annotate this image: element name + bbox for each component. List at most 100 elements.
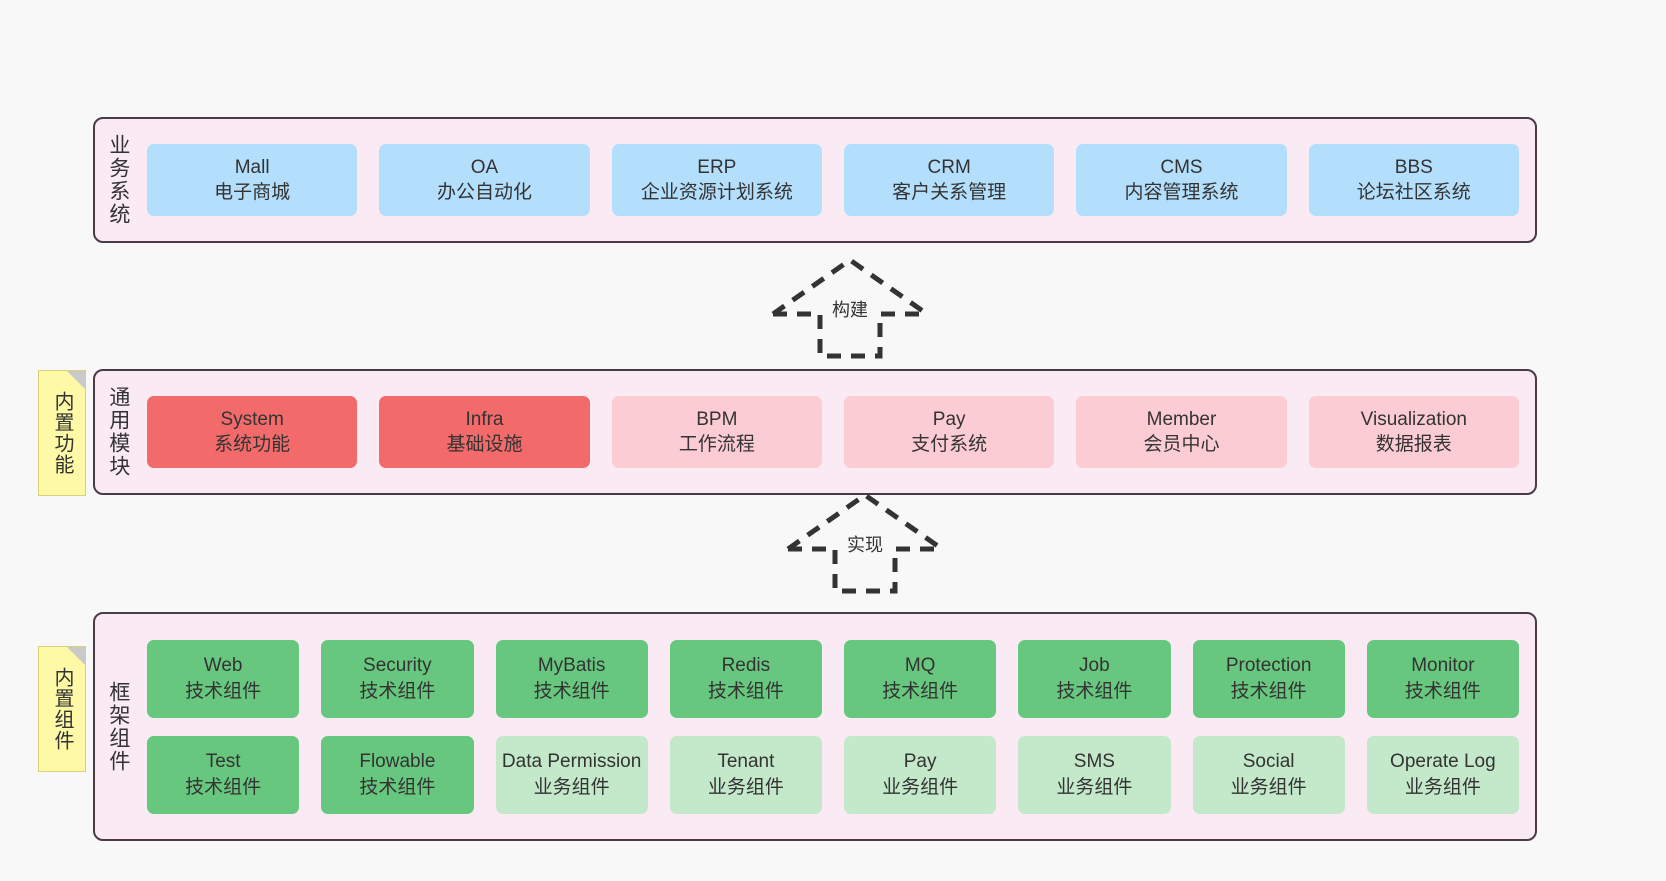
card-subtitle: 技术组件 — [1230, 680, 1307, 702]
card-data-permission[interactable]: Data Permission 业务组件 — [495, 735, 648, 814]
card-system[interactable]: System 系统功能 — [147, 396, 358, 468]
layer-title-business: 业务系统 — [95, 119, 141, 241]
card-bbs[interactable]: BBS 论坛社区系统 — [1308, 144, 1519, 216]
card-subtitle: 业务组件 — [707, 776, 784, 798]
card-subtitle: 系统功能 — [214, 434, 291, 455]
card-subtitle: 企业资源计划系统 — [640, 182, 793, 203]
card-bpm[interactable]: BPM 工作流程 — [611, 396, 822, 468]
card-subtitle: 技术组件 — [359, 680, 436, 702]
card-title: Test — [205, 751, 241, 773]
card-subtitle: 论坛社区系统 — [1356, 182, 1471, 203]
card-subtitle: 业务组件 — [1230, 776, 1307, 798]
card-mall[interactable]: Mall 电子商城 — [147, 144, 358, 216]
card-flowable[interactable]: Flowable 技术组件 — [321, 735, 474, 814]
card-subtitle: 业务组件 — [1056, 776, 1133, 798]
card-test[interactable]: Test 技术组件 — [147, 735, 300, 814]
card-title: Redis — [721, 655, 771, 677]
card-subtitle: 工作流程 — [678, 434, 755, 455]
layer-title-modules: 通用模块 — [95, 371, 141, 493]
card-title: CMS — [1160, 156, 1203, 178]
sticky-note-label: 内置组件 — [51, 667, 73, 751]
card-security[interactable]: Security 技术组件 — [321, 639, 474, 718]
layer-title-framework: 框架组件 — [95, 614, 141, 839]
arrow-build-label: 构建 — [832, 300, 868, 320]
card-title: Flowable — [359, 751, 436, 773]
layer-title-text: 通用模块 — [106, 386, 130, 478]
card-subtitle: 业务组件 — [882, 776, 959, 798]
arrow-realize-label: 实现 — [847, 535, 883, 555]
card-infra[interactable]: Infra 基础设施 — [379, 396, 590, 468]
card-job[interactable]: Job 技术组件 — [1018, 639, 1171, 718]
card-subtitle: 技术组件 — [882, 680, 959, 702]
card-title: Web — [203, 655, 243, 677]
card-subtitle: 数据报表 — [1375, 434, 1452, 455]
card-title: ERP — [697, 156, 737, 178]
card-title: Member — [1146, 408, 1217, 430]
card-title: System — [220, 408, 284, 430]
card-subtitle: 业务组件 — [1404, 776, 1481, 798]
card-visualization[interactable]: Visualization 数据报表 — [1308, 396, 1519, 468]
card-sms[interactable]: SMS 业务组件 — [1018, 735, 1171, 814]
card-title: BPM — [696, 408, 738, 430]
card-erp[interactable]: ERP 企业资源计划系统 — [611, 144, 822, 216]
card-title: SMS — [1073, 751, 1115, 773]
card-cms[interactable]: CMS 内容管理系统 — [1076, 144, 1287, 216]
card-subtitle: 办公自动化 — [436, 182, 532, 203]
card-title: Social — [1242, 751, 1295, 773]
card-title: Pay — [903, 751, 937, 773]
arrow-build: 构建 — [755, 252, 945, 360]
arrow-build-glyph — [771, 256, 929, 359]
layer-business-systems: 业务系统 Mall 电子商城 OA 办公自动化 ERP 企业资源计划系统 CRM — [93, 117, 1537, 243]
card-oa[interactable]: OA 办公自动化 — [379, 144, 590, 216]
card-subtitle: 技术组件 — [359, 776, 436, 798]
card-crm[interactable]: CRM 客户关系管理 — [843, 144, 1055, 216]
card-title: CRM — [927, 156, 971, 178]
card-row: Mall 电子商城 OA 办公自动化 ERP 企业资源计划系统 CRM 客户关系… — [147, 144, 1519, 216]
card-pay-component[interactable]: Pay 业务组件 — [844, 735, 997, 814]
card-title: BBS — [1394, 156, 1433, 178]
card-subtitle: 技术组件 — [707, 680, 784, 702]
sticky-note-builtin-components: 内置组件 — [38, 646, 86, 772]
arrow-realize-glyph — [786, 491, 944, 594]
card-title: Monitor — [1411, 655, 1475, 677]
layer-body-business: Mall 电子商城 OA 办公自动化 ERP 企业资源计划系统 CRM 客户关系… — [141, 119, 1535, 241]
layer-title-text: 业务系统 — [106, 134, 130, 226]
card-mq[interactable]: MQ 技术组件 — [844, 639, 997, 718]
card-tenant[interactable]: Tenant 业务组件 — [669, 735, 822, 814]
card-protection[interactable]: Protection 技术组件 — [1192, 639, 1345, 718]
card-social[interactable]: Social 业务组件 — [1192, 735, 1345, 814]
layer-body-modules: System 系统功能 Infra 基础设施 BPM 工作流程 Pay 支付系统… — [141, 371, 1535, 493]
card-subtitle: 电子商城 — [214, 182, 291, 203]
card-subtitle: 技术组件 — [185, 776, 262, 798]
card-subtitle: 技术组件 — [1404, 680, 1481, 702]
card-row: System 系统功能 Infra 基础设施 BPM 工作流程 Pay 支付系统… — [147, 396, 1519, 468]
card-subtitle: 内容管理系统 — [1124, 182, 1239, 203]
card-operate-log[interactable]: Operate Log 业务组件 — [1366, 735, 1519, 814]
card-redis[interactable]: Redis 技术组件 — [669, 639, 822, 718]
card-title: Infra — [465, 408, 504, 430]
card-subtitle: 业务组件 — [533, 776, 610, 798]
layer-title-text: 框架组件 — [106, 680, 130, 773]
card-title: Pay — [932, 408, 966, 430]
card-row: Web 技术组件 Security 技术组件 MyBatis 技术组件 Redi… — [147, 639, 1519, 718]
card-monitor[interactable]: Monitor 技术组件 — [1366, 639, 1519, 718]
card-title: Operate Log — [1390, 751, 1496, 773]
layer-framework-components: 框架组件 Web 技术组件 Security 技术组件 MyBatis 技术组件… — [93, 612, 1537, 841]
card-pay-module[interactable]: Pay 支付系统 — [843, 396, 1055, 468]
card-subtitle: 支付系统 — [911, 434, 988, 455]
arrow-realize: 实现 — [770, 487, 960, 595]
layer-body-framework: Web 技术组件 Security 技术组件 MyBatis 技术组件 Redi… — [141, 614, 1535, 839]
card-title: OA — [470, 156, 499, 178]
card-subtitle: 技术组件 — [1056, 680, 1133, 702]
card-subtitle: 客户关系管理 — [892, 182, 1007, 203]
card-title: Protection — [1225, 655, 1312, 677]
sticky-note-label: 内置功能 — [51, 391, 73, 475]
card-web[interactable]: Web 技术组件 — [147, 639, 300, 718]
card-subtitle: 技术组件 — [185, 680, 262, 702]
card-title: Tenant — [717, 751, 775, 773]
card-subtitle: 技术组件 — [533, 680, 610, 702]
card-member[interactable]: Member 会员中心 — [1076, 396, 1287, 468]
card-mybatis[interactable]: MyBatis 技术组件 — [495, 639, 648, 718]
card-title: Data Permission — [501, 751, 642, 773]
sticky-note-builtin-functions: 内置功能 — [38, 370, 86, 496]
